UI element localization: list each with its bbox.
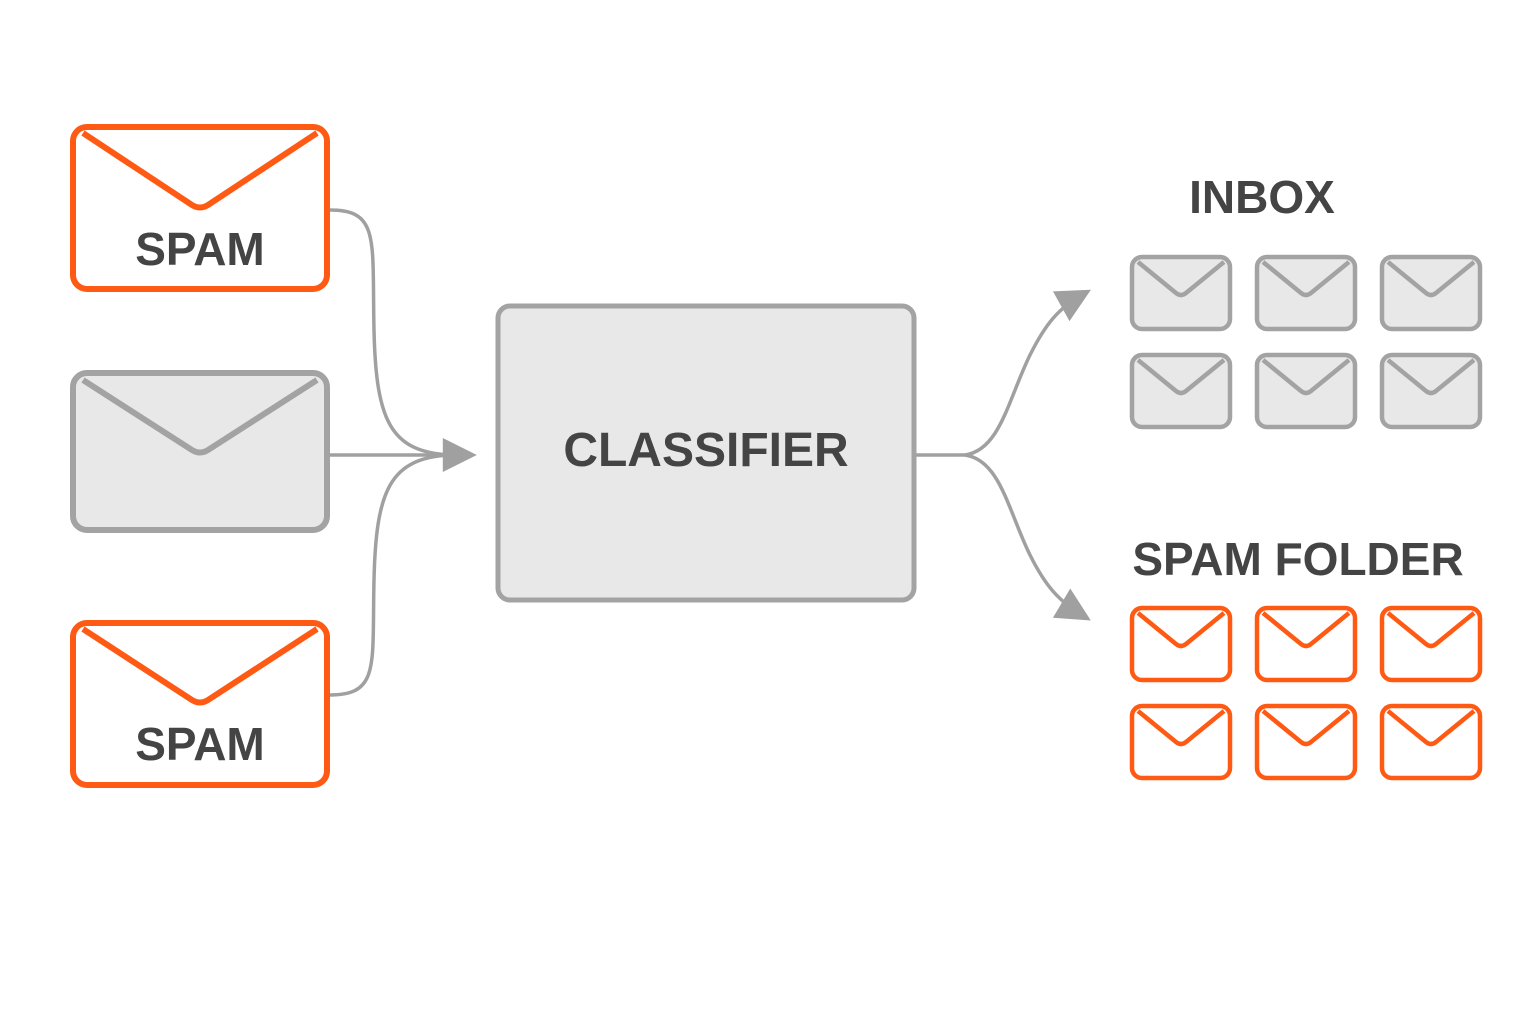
- spam-folder-title: SPAM FOLDER: [1132, 533, 1463, 585]
- connector-top: [329, 208, 451, 457]
- envelope-flap: [1261, 358, 1351, 396]
- arrow-to-inbox-icon: [964, 289, 1091, 457]
- connector-bottom: [329, 453, 451, 697]
- envelope-flap: [1386, 358, 1476, 396]
- spam-folder-envelope-4: [1129, 703, 1233, 781]
- spam-folder-envelope-grid: [1129, 605, 1483, 781]
- input-spam-label-1: SPAM: [135, 223, 265, 275]
- inbox-envelope-3: [1379, 254, 1483, 332]
- output-connectors: [916, 289, 1091, 621]
- spam-folder-envelope-2: [1254, 605, 1358, 683]
- inbox-group: INBOX: [1129, 171, 1483, 430]
- spam-folder-envelope-1: [1129, 605, 1233, 683]
- envelope-flap: [1261, 709, 1351, 747]
- envelope-flap: [81, 130, 319, 211]
- input-envelope-legit: [70, 370, 330, 533]
- envelope-flap: [1386, 709, 1476, 747]
- envelope-flap: [81, 377, 319, 456]
- envelope-flap: [1386, 260, 1476, 298]
- envelope-flap: [1136, 611, 1226, 649]
- spam-folder-envelope-6: [1379, 703, 1483, 781]
- envelope-flap: [1386, 611, 1476, 649]
- input-emails: SPAM SPAM: [70, 124, 330, 788]
- inbox-envelope-1: [1129, 254, 1233, 332]
- envelope-flap: [1261, 611, 1351, 649]
- spam-folder-envelope-3: [1379, 605, 1483, 683]
- inbox-envelope-2: [1254, 254, 1358, 332]
- envelope-flap: [1136, 709, 1226, 747]
- inbox-envelope-grid: [1129, 254, 1483, 430]
- inbox-title: INBOX: [1189, 171, 1335, 223]
- input-connectors: [329, 208, 477, 697]
- classifier-label: CLASSIFIER: [563, 424, 848, 477]
- input-envelope-spam-2: SPAM: [70, 620, 330, 788]
- classifier-box: [495, 303, 917, 603]
- envelope-flap: [1136, 260, 1226, 298]
- input-envelope-spam-1: SPAM: [70, 124, 330, 292]
- inbox-envelope-6: [1379, 352, 1483, 430]
- spam-folder-group: SPAM FOLDER: [1129, 533, 1483, 781]
- input-spam-label-2: SPAM: [135, 718, 265, 770]
- arrow-to-spam-folder-icon: [964, 453, 1091, 621]
- envelope-flap: [81, 626, 319, 706]
- spam-folder-envelope-5: [1254, 703, 1358, 781]
- envelope-flap: [1261, 260, 1351, 298]
- inbox-envelope-5: [1254, 352, 1358, 430]
- inbox-envelope-4: [1129, 352, 1233, 430]
- envelope-flap: [1136, 358, 1226, 396]
- classifier: CLASSIFIER: [495, 303, 917, 603]
